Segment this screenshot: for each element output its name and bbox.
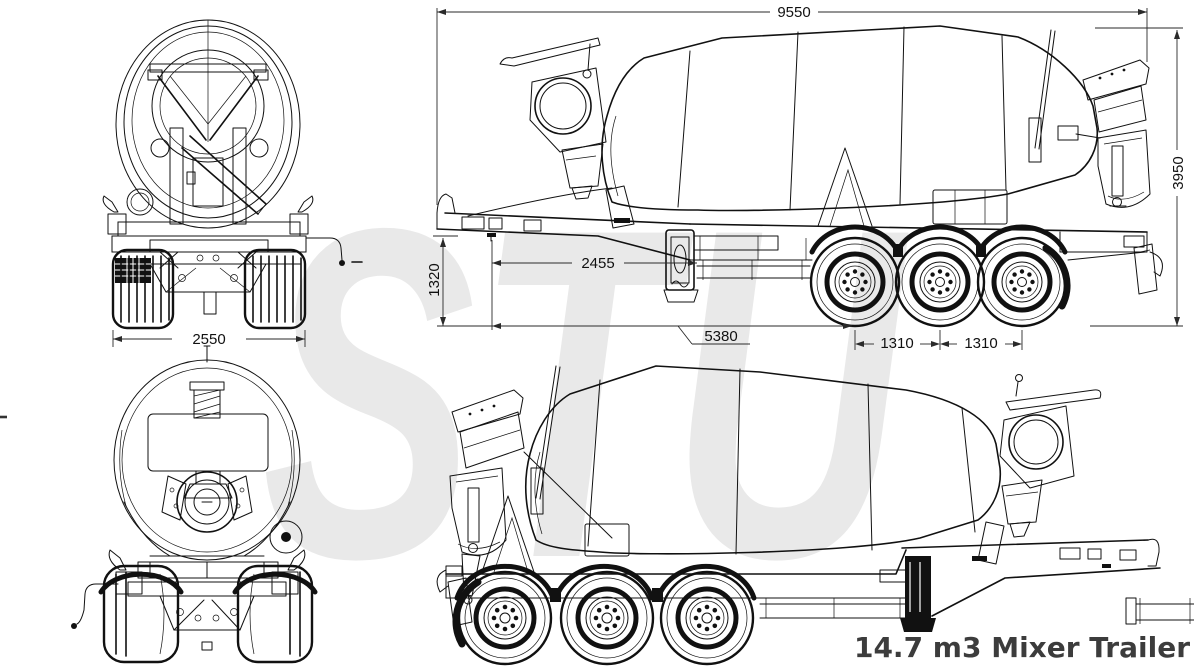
mixer-drum-side-b xyxy=(524,365,1002,555)
fender-left xyxy=(98,571,184,595)
fender-right xyxy=(232,571,318,595)
rear-view xyxy=(102,19,363,330)
dim-label-overall-width: 2550 xyxy=(192,331,225,348)
front-wheel-right xyxy=(236,564,314,664)
fender-horns xyxy=(102,195,314,235)
fender-hanger xyxy=(976,244,986,257)
wheel-right xyxy=(243,248,307,330)
main-frame xyxy=(689,189,1148,280)
fill-funnel xyxy=(189,381,225,419)
water-tank xyxy=(147,413,269,472)
fender-axle1 xyxy=(809,224,901,255)
dim-axle-spacing: 1310 1310 xyxy=(854,330,1023,352)
discharge-assembly xyxy=(1057,59,1151,208)
discharge-chute-rear xyxy=(181,135,267,215)
mixer-drum-rear xyxy=(115,19,301,229)
gooseneck xyxy=(436,187,691,261)
front-view xyxy=(71,345,318,664)
dim-label-kingpin-height: 1320 xyxy=(426,263,443,296)
bogie-wheels-b xyxy=(452,570,755,666)
brake-hose xyxy=(71,583,119,629)
fender-b1 xyxy=(454,563,556,601)
discharge-assembly-b xyxy=(449,389,613,605)
work-light xyxy=(126,188,154,216)
rear-protection xyxy=(1123,235,1163,295)
wheel-b1 xyxy=(452,570,553,666)
wheel-left xyxy=(111,248,175,330)
dim-overall-height: 3950 xyxy=(1090,27,1187,327)
toolbox xyxy=(932,189,1008,225)
landing-gear xyxy=(663,229,779,303)
front-frame xyxy=(108,549,306,651)
wheel-b3 xyxy=(659,570,755,666)
dim-label-overall-height: 3950 xyxy=(1170,156,1187,189)
chute-support-pole xyxy=(1028,29,1056,163)
dim-label-axle-spacing-rear: 1310 xyxy=(964,335,997,352)
toolbox-b xyxy=(584,523,630,557)
drawing-title: 14.7 m3 Mixer Trailer xyxy=(854,631,1190,664)
chute-support-pole-b xyxy=(530,365,561,515)
work-light-inner xyxy=(130,192,150,212)
charge-funnel xyxy=(147,63,269,158)
bogie-wheels xyxy=(809,236,1071,328)
fender-hanger xyxy=(652,588,663,602)
fender-b2 xyxy=(553,563,655,601)
drum-supports-b xyxy=(481,495,1005,573)
front-wheel-left xyxy=(102,564,180,664)
fender-axle2 xyxy=(894,224,986,255)
charge-hopper xyxy=(499,37,607,200)
side-view-roadside xyxy=(436,365,1194,666)
mixer-drum-side xyxy=(601,25,1099,212)
fender-axle3 xyxy=(976,224,1068,255)
wheel-b2 xyxy=(559,570,655,666)
rear-protection-b xyxy=(436,565,473,627)
dim-overall-length: 9550 xyxy=(436,4,1148,205)
landing-gear-b xyxy=(879,556,936,632)
side-view-curbside xyxy=(436,25,1163,328)
dim-label-axle-spacing-front: 1310 xyxy=(880,335,913,352)
dim-label-kingpin-landing-gear: 2455 xyxy=(581,255,614,272)
dim-label-kingpin-bogie: 5380 xyxy=(704,328,737,345)
fender-hanger xyxy=(893,244,903,257)
gooseneck-b xyxy=(901,538,1161,617)
drum-drive xyxy=(161,470,253,533)
charge-hopper-b xyxy=(999,374,1102,538)
air-hose xyxy=(305,237,363,266)
ramp-bars xyxy=(1125,597,1194,625)
fender-b3 xyxy=(655,563,757,601)
dim-overall-width: 2550 xyxy=(112,330,306,348)
dim-kingpin-to-bogie: 5380 xyxy=(437,323,852,345)
dim-kingpin-to-landing-gear: 2455 xyxy=(491,240,697,330)
dim-label-overall-length: 9550 xyxy=(777,4,810,21)
guide-roller xyxy=(269,520,303,554)
dim-kingpin-height: 1320 xyxy=(426,235,458,326)
wheel-axle1 xyxy=(809,236,901,328)
wheel-axle2 xyxy=(894,236,986,328)
fender-hanger xyxy=(550,588,561,602)
wheel-axle3 xyxy=(976,236,1071,328)
pedestal-frame xyxy=(169,127,247,225)
mixer-drum-front xyxy=(113,345,301,561)
